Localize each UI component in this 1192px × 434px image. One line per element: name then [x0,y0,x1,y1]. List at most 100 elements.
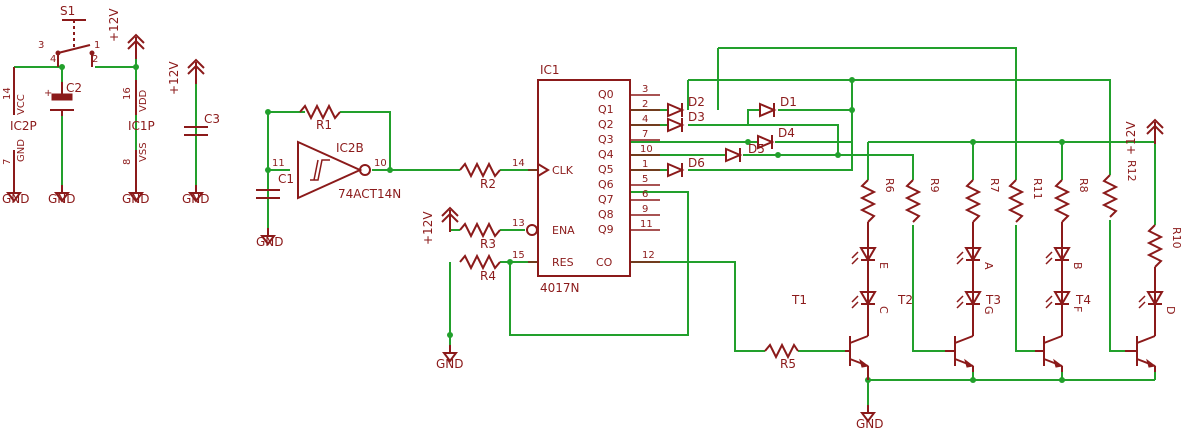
led-e-label: E [877,262,890,269]
transistor-t2: T2 [897,293,975,372]
led-column-4: D [1138,267,1177,336]
ic1p-name: IC1P [128,119,155,133]
resistor-r8: R8 [1053,178,1090,223]
r12-label: R12 [1125,160,1138,182]
c2-label: C2 [66,81,82,95]
ic1-co-pin: 12 [642,250,655,261]
switch-pin-4: 4 [50,54,56,65]
led-a-label: A [982,262,995,270]
gnd-label-5: GND [256,235,284,249]
junctions [59,64,1065,383]
d2-label: D2 [688,95,705,109]
c1-label: C1 [278,172,294,186]
r3-label: R3 [480,237,496,251]
ic1-clk-pin: 14 [512,158,525,169]
r8-label: R8 [1077,178,1090,193]
svg-text:+: + [44,88,52,99]
ic1p-vss-pin: 8 [122,159,133,165]
counter-ic1: IC1 4017N CLK 14 ENA 13 RES 15 CO 12 Q0 … [512,63,660,295]
ic2p-vcc-pin: 14 [2,87,13,100]
ic1-co: CO [596,256,613,269]
resistor-r9: R9 [904,178,941,223]
ic1-q7-pin: 6 [642,189,648,200]
inverter-ic2b: IC2B 74ACT14N 11 10 [272,140,401,201]
ic1-clk: CLK [552,164,574,177]
ic2p-vcc: VCC [16,94,27,115]
gnd-label-6: GND [436,357,464,371]
ic1-name: IC1 [540,63,560,77]
d1-label: D1 [780,95,797,109]
ic1-res: RES [552,256,574,269]
ground-symbols: GND GND GND GND GND GND GND [2,184,884,431]
gnd-label-3: GND [122,192,150,206]
ic1-q0: Q0 [598,88,614,101]
r2-label: R2 [480,177,496,191]
inverter-name: IC2B [336,141,364,155]
supply-label-2: +12V [167,61,181,95]
supply-label-4: +12V [1124,121,1138,155]
ic1-res-pin: 15 [512,250,525,261]
c3-label: C3 [204,112,220,126]
ic1-q8-pin: 9 [642,204,648,215]
diode-d6: D6 [667,156,705,178]
r5-label: R5 [780,357,796,371]
ic1-q4-pin: 10 [640,144,653,155]
ic1-q1-pin: 2 [642,99,648,110]
capacitor-c1: C1 [256,172,294,199]
ic1-q6-pin: 5 [642,174,648,185]
capacitor-c2: + C2 [44,81,82,116]
gnd-label-2: GND [48,192,76,206]
ic1-q2: Q2 [598,118,614,131]
transistor-t4: T4 [1075,293,1157,372]
ic1-q9: Q9 [598,223,614,236]
supply-label-1: +12V [107,8,121,42]
ic1-q3: Q3 [598,133,614,146]
t1-label: T1 [791,293,807,307]
ic1-q1: Q1 [598,103,614,116]
diode-d3: D3 [667,110,705,133]
switch-pin-1: 1 [94,40,100,51]
r10-label: R10 [1170,227,1183,249]
resistor-r7: R7 [964,178,1001,223]
t3-label: T3 [985,293,1001,307]
ic1p-vdd-pin: 16 [122,87,133,100]
ic1p-vdd: VDD [138,89,149,112]
switch-label: S1 [60,4,75,18]
inverter-pin-out: 10 [374,158,387,169]
ic1-ena: ENA [552,224,575,237]
resistor-r1: R1 [299,103,341,132]
ic1-q9-pin: 11 [640,219,653,230]
resistor-r4: R4 [459,253,501,283]
resistor-r11: R11 [1007,178,1044,223]
ic1-power-block: IC1P 16 VDD 8 VSS [122,80,155,185]
resistor-r10: R10 [1146,224,1183,268]
switch-s1: S1 3 4 1 2 [38,4,100,67]
diode-d1: D1 [759,95,797,118]
ic1-q0-pin: 3 [642,84,648,95]
t2-label: T2 [897,293,913,307]
ic2p-gnd: GND [16,139,27,162]
ic2p-gnd-pin: 7 [2,159,13,165]
supply-label-3: +12V [421,211,435,245]
led-c-label: C [877,306,890,314]
r4-label: R4 [480,269,496,283]
resistor-r2: R2 [459,161,501,191]
diode-d4: D4 [757,126,795,150]
inverter-pin-in: 11 [272,158,285,169]
ic1-q5-pin: 1 [642,159,648,170]
t4-label: T4 [1075,293,1091,307]
ic1-q2-pin: 4 [642,114,648,125]
transistor-t1: T1 [791,293,870,380]
ic1-ena-pin: 13 [512,218,525,229]
led-column-2: A G [956,222,995,336]
resistor-r6: R6 [859,178,896,223]
d3-label: D3 [688,110,705,124]
wires [14,47,1156,405]
led-column-1: E C [851,222,890,336]
ic1-q7: Q7 [598,193,614,206]
led-g-label: G [982,306,995,315]
ic1-q6: Q6 [598,178,614,191]
supply-symbols: +12V +12V +12V +12V [107,8,1164,245]
gnd-label-7: GND [856,417,884,431]
